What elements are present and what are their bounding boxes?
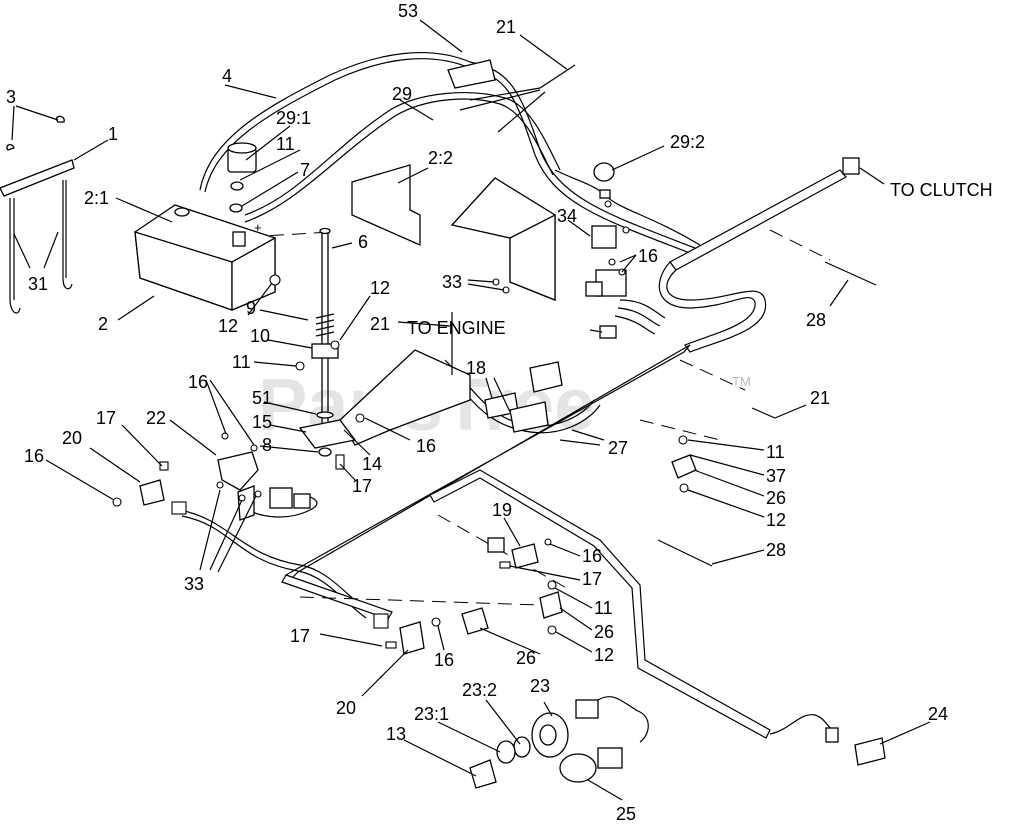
button-25 [559,747,623,783]
callout-8: 8 [262,435,272,455]
callout-2: 2 [98,314,108,334]
callout-9: 9 [246,298,256,318]
callout-17-left: 17 [96,408,116,428]
callout-24: 24 [928,704,948,724]
callout-2-1: 2:1 [84,188,109,208]
callout-11-left: 11 [232,352,251,372]
battery-plus-sign: + [254,220,262,235]
callout-4: 4 [222,66,232,86]
callout-26-right: 26 [766,488,786,508]
callout-16-left: 16 [24,446,44,466]
callout-3: 3 [6,87,16,107]
callout-14: 14 [362,454,382,474]
bracket-22 [217,451,311,521]
callout-37: 37 [766,466,786,486]
to-engine-note: TO ENGINE [407,318,506,338]
callout-28-upper: 28 [806,310,826,330]
callout-13: 13 [386,724,406,744]
clutch-connector [842,157,860,175]
callout-22: 22 [146,408,166,428]
callout-29-1: 29:1 [276,108,311,128]
connector-lower [373,613,389,629]
callout-11-right: 11 [766,442,785,462]
callout-12-battery: 12 [218,316,238,336]
callout-12-middle: 12 [594,645,614,665]
clamp-53 [447,59,496,89]
callout-12-right: 12 [766,510,786,530]
callout-19: 19 [492,500,512,520]
callout-7: 7 [300,160,310,180]
callout-20-left: 20 [62,428,82,448]
callout-21-right: 21 [810,388,830,408]
callout-15: 15 [252,412,272,432]
engine-connector [599,325,617,339]
callout-16-plate: 16 [416,436,436,456]
callout-29-2: 29:2 [670,132,705,152]
callout-51: 51 [252,388,272,408]
switch-19 [487,537,539,569]
callout-2-2: 2:2 [428,148,453,168]
callout-34: 34 [557,206,577,226]
switch-20-left [139,479,165,506]
hold-down-bar [0,115,75,314]
sensor-29-2 [593,162,615,199]
callout-23-1: 23:1 [414,704,449,724]
hardware [112,200,689,649]
to-clutch-note: TO CLUTCH [890,180,993,200]
connector-left [171,501,187,515]
callout-26-middle: 26 [594,622,614,642]
callout-23: 23 [530,676,550,696]
rod-28-lower [657,539,713,567]
solenoid-29-1 [227,142,257,213]
callout-33-relay: 33 [442,272,462,292]
callout-11: 11 [276,134,295,154]
leader-lines [11,19,931,801]
relay-bracket [450,177,627,301]
callout-16-lower: 16 [434,650,454,670]
battery: + [134,204,276,311]
callout-27: 27 [608,438,628,458]
callout-17-plate: 17 [352,476,372,496]
callout-26-lower: 26 [516,648,536,668]
callout-25: 25 [616,804,636,824]
callout-labels: 53 21 4 29 3 1 29:1 11 7 29:2 2:2 2:1 6 … [6,1,993,824]
ignition-switch-23 [469,699,599,789]
clamp-26-a [671,454,697,479]
plug-24 [825,727,886,766]
callout-11-middle: 11 [594,598,613,618]
callout-28-lower: 28 [766,540,786,560]
callout-20-lower: 20 [336,698,356,718]
callout-29: 29 [392,84,412,104]
callout-18: 18 [466,358,486,378]
rod-28-upper [824,261,877,286]
callout-17-lower: 17 [290,626,310,646]
clamp-26-b [539,591,563,619]
callout-16-bracket: 16 [188,372,208,392]
bracket-2-2 [351,164,421,246]
callout-31: 31 [28,274,48,294]
callout-10: 10 [250,326,270,346]
callout-16-relay: 16 [638,246,658,266]
watermark-tm: TM [732,374,751,389]
clamp-26-c [461,607,489,635]
callout-53: 53 [398,1,418,21]
callout-21: 21 [496,17,516,37]
rod-21-right [751,407,776,419]
callout-6: 6 [358,232,368,252]
callout-16-middle: 16 [582,546,602,566]
callout-12-upper: 12 [370,278,390,298]
switch-20-lower [399,621,425,655]
callout-33-lower: 33 [184,574,204,594]
callout-17-middle: 17 [582,569,602,589]
callout-21-middle: 21 [370,314,390,334]
callout-23-2: 23:2 [462,680,497,700]
callout-1: 1 [108,124,118,144]
